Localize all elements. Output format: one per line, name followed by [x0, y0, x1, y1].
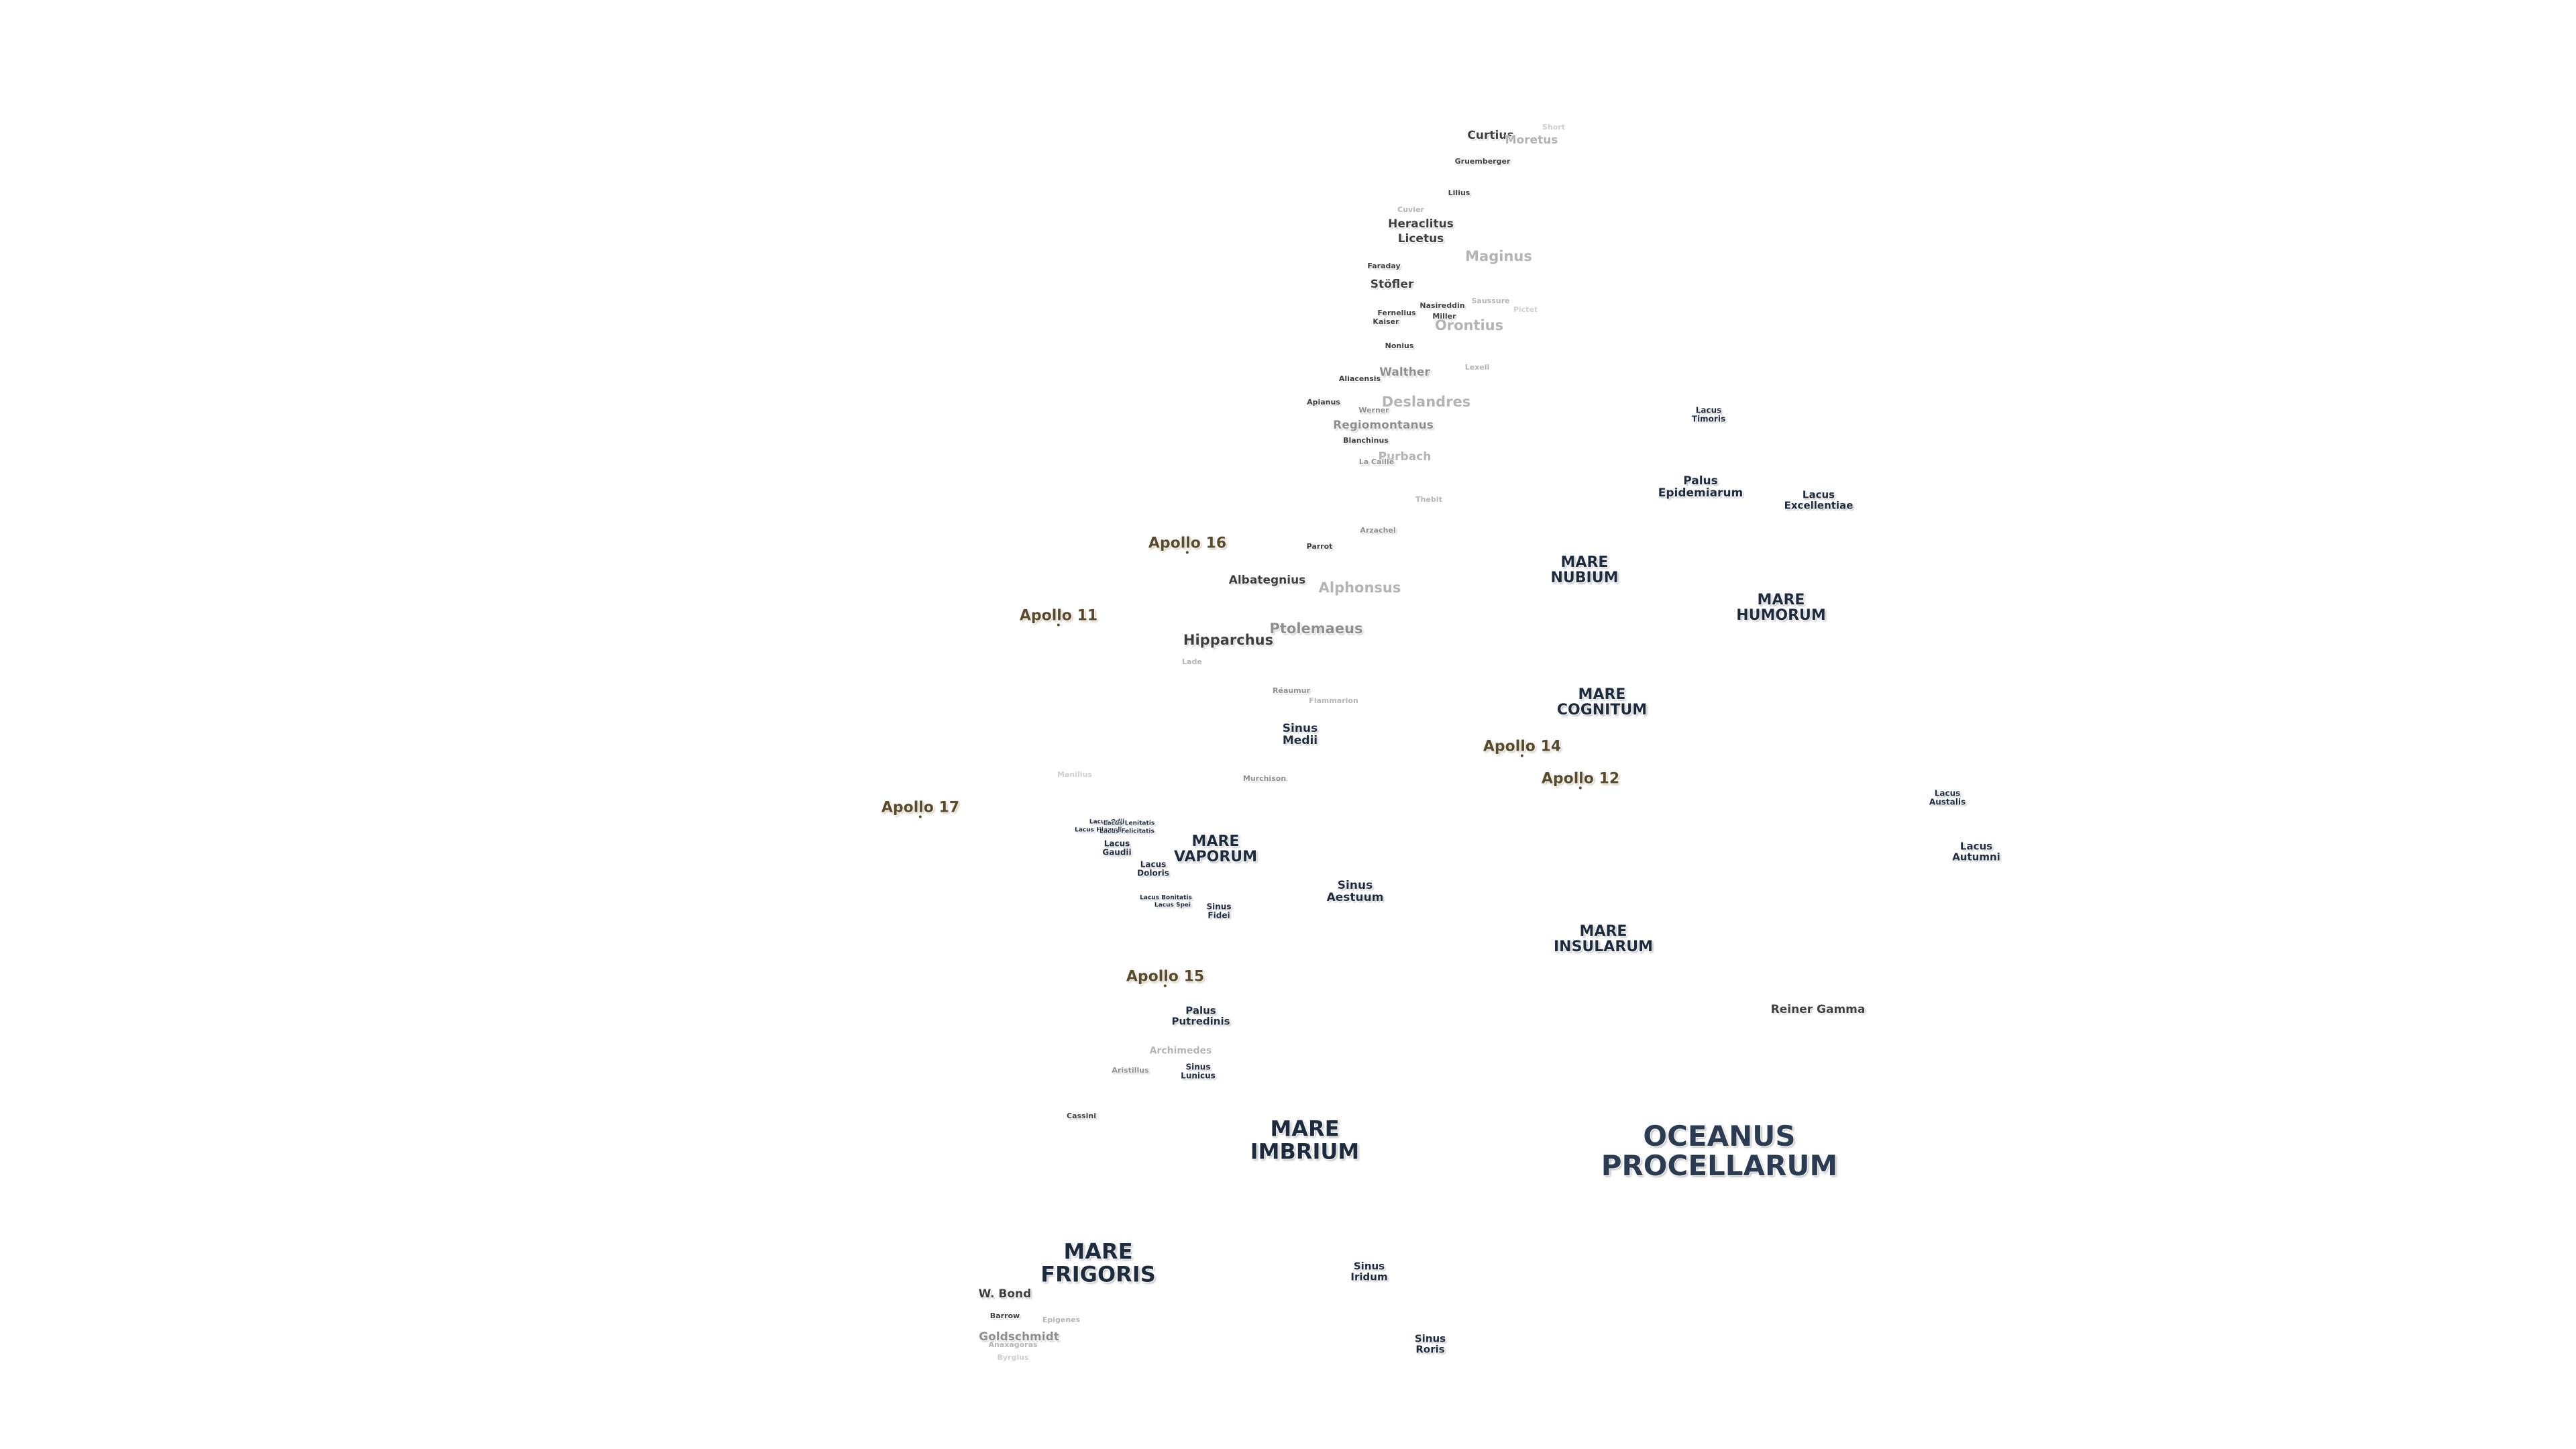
crater-label-walther[interactable]: Walther	[1379, 366, 1430, 380]
crater-label-byrgius[interactable]: Byrgius	[997, 1353, 1029, 1362]
lacus-hiemalis-label[interactable]: Lacus Hiemalis	[1075, 826, 1126, 834]
crater-label-lexell[interactable]: Lexell	[1464, 363, 1490, 372]
crater-label-aristillus[interactable]: Aristillus	[1112, 1066, 1149, 1075]
landing-site-marker	[1520, 754, 1523, 757]
crater-label-epigenes[interactable]: Epigenes	[1042, 1316, 1081, 1325]
crater-label-anaxagoras[interactable]: Anaxagoras	[988, 1340, 1038, 1350]
crater-label-nasireddin[interactable]: Nasireddin	[1419, 301, 1465, 311]
crater-label-arzachel[interactable]: Arzachel	[1360, 526, 1396, 535]
crater-label-deslandres[interactable]: Deslandres	[1381, 393, 1471, 410]
apollo-12-site[interactable]: Apollo 12	[1542, 771, 1619, 790]
crater-label-lilius[interactable]: Lilius	[1448, 189, 1470, 198]
apollo-17-site[interactable]: Apollo 17	[881, 800, 959, 818]
apollo-11-site[interactable]: Apollo 11	[1020, 608, 1097, 627]
lacus-spei-label[interactable]: Lacus Spei	[1154, 902, 1191, 909]
crater-label-maginus[interactable]: Maginus	[1465, 248, 1532, 264]
crater-label-saussure[interactable]: Saussure	[1471, 297, 1510, 306]
crater-label-heraclitus[interactable]: Heraclitus	[1388, 217, 1454, 231]
crater-label-apianus[interactable]: Apianus	[1307, 398, 1340, 407]
landing-site-marker	[1578, 786, 1582, 790]
crater-label-la-caille[interactable]: La Caille	[1358, 458, 1395, 467]
crater-label-fernelius[interactable]: Fernelius	[1377, 309, 1416, 318]
crater-label-cassini[interactable]: Cassini	[1067, 1112, 1096, 1121]
lacus-odii-label[interactable]: Lacus Odii	[1089, 818, 1125, 826]
apollo-14-site[interactable]: Apollo 14	[1483, 739, 1561, 757]
crater-label-thebit[interactable]: Thebit	[1415, 495, 1442, 504]
crater-label-nonius[interactable]: Nonius	[1385, 341, 1414, 351]
apollo-16-site[interactable]: Apollo 16	[1148, 535, 1226, 554]
crater-label-licetus[interactable]: Licetus	[1397, 232, 1444, 246]
landing-site-marker	[1163, 984, 1167, 987]
crater-label-purbach[interactable]: Purbach	[1378, 450, 1432, 464]
lacus-lenitatis-label[interactable]: Lacus Lenitatis	[1103, 820, 1155, 827]
landing-site-marker	[1057, 623, 1060, 627]
crater-label-w-bond[interactable]: W. Bond	[978, 1287, 1032, 1301]
landing-site-marker	[1185, 551, 1189, 554]
crater-label-flammarion[interactable]: Flammarion	[1309, 696, 1358, 706]
crater-label-parrot[interactable]: Parrot	[1306, 542, 1333, 551]
crater-label-gruemberger[interactable]: Gruemberger	[1454, 157, 1511, 166]
apollo-15-site[interactable]: Apollo 15	[1126, 969, 1204, 987]
crater-label-stofler[interactable]: Stöfler	[1370, 278, 1414, 292]
crater-label-blanchinus[interactable]: Blanchinus	[1343, 436, 1389, 445]
crater-label-pictet[interactable]: Pictet	[1513, 305, 1538, 315]
crater-label-miller[interactable]: Miller	[1432, 312, 1456, 321]
crater-label-goldschmidt[interactable]: Goldschmidt	[979, 1330, 1059, 1344]
crater-label-ptolemaeus[interactable]: Ptolemaeus	[1269, 620, 1363, 637]
crater-label-hipparchus[interactable]: Hipparchus	[1183, 631, 1274, 648]
crater-label-murchison[interactable]: Murchison	[1242, 774, 1287, 784]
crater-label-barrow[interactable]: Barrow	[989, 1311, 1020, 1321]
crater-label-reaumur[interactable]: Réaumur	[1273, 686, 1310, 696]
crater-label-reiner-gamma[interactable]: Reiner Gamma	[1770, 1003, 1866, 1017]
lacus-bonitatis-label[interactable]: Lacus Bonitatis	[1140, 894, 1192, 902]
crater-label-cuvier[interactable]: Cuvier	[1397, 205, 1424, 215]
crater-label-faraday[interactable]: Faraday	[1367, 262, 1401, 271]
landing-site-marker	[918, 815, 922, 818]
crater-label-werner[interactable]: Werner	[1358, 406, 1389, 415]
crater-label-aliacensis[interactable]: Aliacensis	[1338, 374, 1381, 384]
crater-label-albategnius[interactable]: Albategnius	[1228, 574, 1306, 588]
crater-label-manilius[interactable]: Manilius	[1057, 770, 1092, 780]
crater-label-alphonsus[interactable]: Alphonsus	[1318, 579, 1401, 596]
crater-label-kaiser[interactable]: Kaiser	[1373, 317, 1399, 327]
lacus-felicitatis-label[interactable]: Lacus Felicitatis	[1099, 828, 1155, 835]
crater-label-curtius[interactable]: Curtius	[1467, 129, 1514, 143]
crater-label-lade[interactable]: Lade	[1182, 657, 1202, 667]
crater-label-short[interactable]: Short	[1542, 123, 1565, 132]
crater-label-regiomontanus[interactable]: Regiomontanus	[1333, 419, 1434, 433]
crater-label-moretus[interactable]: Moretus	[1505, 133, 1558, 148]
crater-label-orontius[interactable]: Orontius	[1434, 317, 1504, 333]
crater-label-archimedes[interactable]: Archimedes	[1149, 1045, 1212, 1057]
